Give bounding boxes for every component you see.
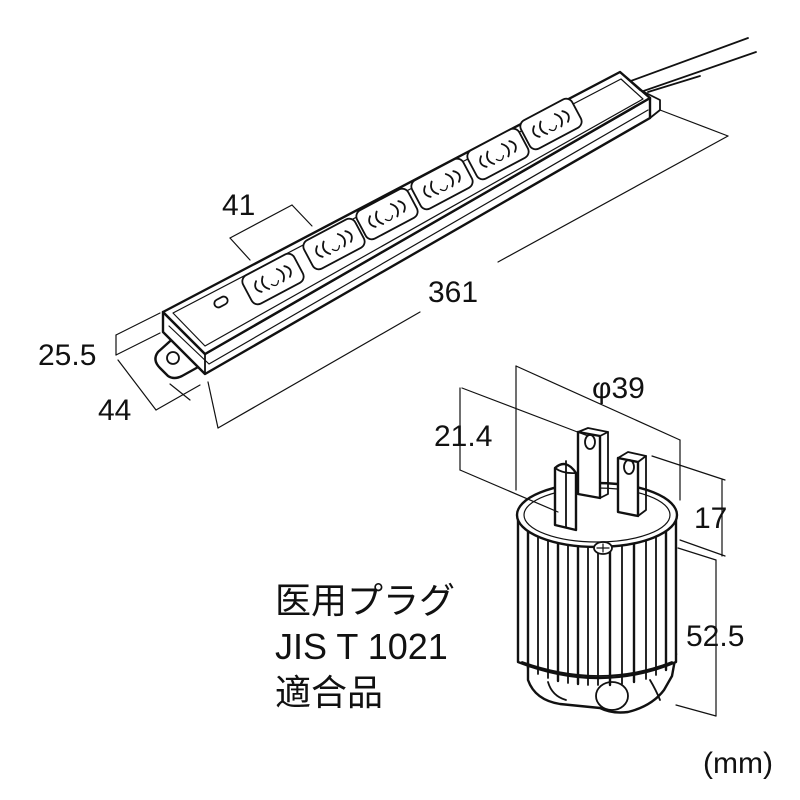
outlet-5: [466, 127, 530, 181]
outlet-6: [519, 97, 583, 151]
dim-outlet-pitch: 41: [222, 189, 255, 222]
unit-label: (mm): [703, 747, 773, 780]
medical-plug: [515, 427, 679, 714]
outlet-4: [410, 157, 474, 211]
caption-line-2: JIS T 1021: [275, 626, 448, 667]
power-strip: [154, 70, 661, 380]
dim-strip-height: 25.5: [38, 339, 96, 372]
dim-prong-length: 21.4: [434, 420, 492, 453]
caption-line-3: 適合品: [275, 672, 384, 713]
dim-ground-pin: 17: [694, 502, 727, 535]
dim-strip-width: 44: [98, 394, 131, 427]
flat-prong-rear: [576, 430, 602, 500]
flat-prong-front: [616, 456, 640, 518]
plug-grip-ribs: [526, 526, 668, 687]
outlet-2: [302, 217, 366, 271]
caption-line-1: 医用プラグ: [275, 580, 456, 621]
power-cord: [627, 37, 757, 96]
dim-strip-length: 361: [428, 276, 478, 309]
indicator-lamp: [213, 295, 229, 309]
tab-hole: [166, 351, 180, 365]
strip-dimension-lines: [115, 109, 729, 429]
dim-plug-diameter: φ39: [592, 372, 645, 405]
compliance-caption: 医用プラグ JIS T 1021 適合品: [275, 578, 495, 716]
dim-plug-body-length: 52.5: [686, 620, 744, 653]
plug-dimension-lines: [459, 365, 726, 717]
outlet-3: [355, 187, 419, 241]
outlet-1: [241, 252, 305, 306]
